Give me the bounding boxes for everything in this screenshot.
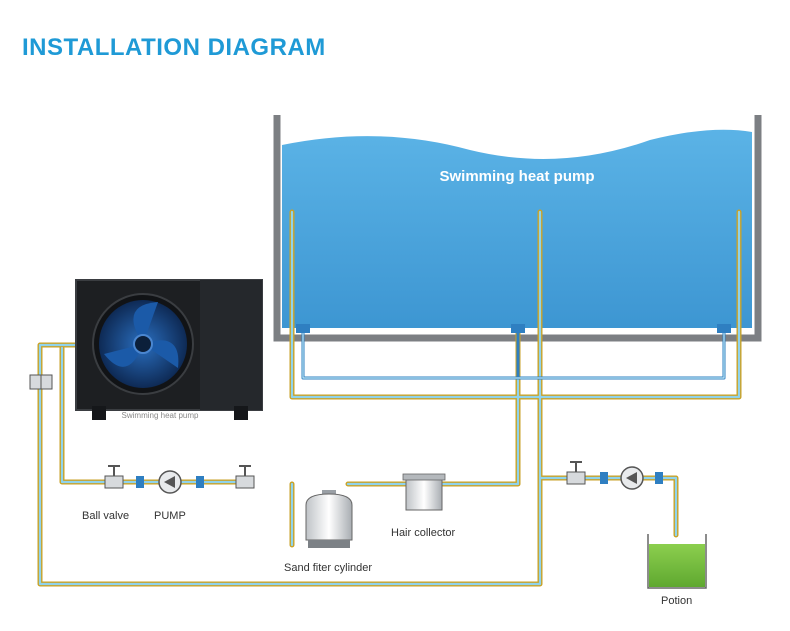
pump-icon xyxy=(620,466,644,490)
valve-icon xyxy=(235,465,255,489)
fan-icon xyxy=(92,293,194,395)
pipe-network xyxy=(37,209,742,587)
hair-collector-label: Hair collector xyxy=(391,527,456,539)
sand-filter-label: Sand fiter cylinder xyxy=(284,562,372,574)
pump-icon xyxy=(158,470,182,494)
ball-valve-label: Ball valve xyxy=(82,510,129,522)
pump-label: PUMP xyxy=(154,510,186,522)
diagram-title: INSTALLATION DIAGRAM xyxy=(22,34,326,61)
valve-icon xyxy=(104,465,124,489)
pool-label: Swimming heat pump xyxy=(439,168,594,185)
potion-label: Potion xyxy=(661,595,692,607)
swimming-pool: Swimming heat pump xyxy=(273,115,762,342)
collector-icon xyxy=(402,473,446,511)
valve-icon xyxy=(566,461,586,485)
filter-icon xyxy=(305,490,353,548)
heat-pump-unit: Swimming heat pump xyxy=(75,279,263,420)
potion-container xyxy=(647,534,707,589)
union-icon xyxy=(29,374,53,390)
unit-caption: Swimming heat pump xyxy=(122,411,199,420)
